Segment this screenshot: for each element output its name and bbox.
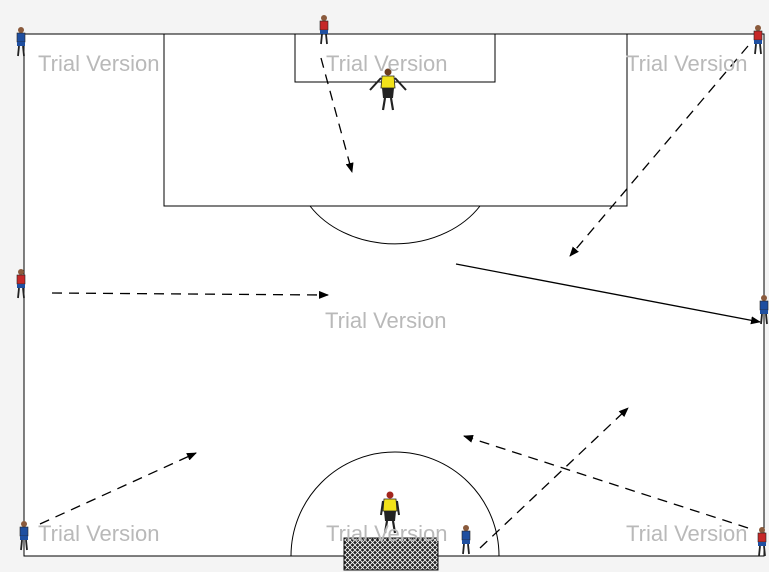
bottom-circle — [290, 451, 500, 557]
soccer-player-icon — [461, 525, 471, 555]
watermark-text: Trial Version — [326, 51, 447, 76]
arrow-corner-diagonal — [569, 45, 749, 257]
watermark-text: Trial Version — [325, 308, 446, 333]
arrow-gk-pass — [320, 57, 354, 173]
watermark-text: Trial Version — [38, 521, 159, 546]
goal-net-icon — [343, 537, 439, 571]
soccer-player-icon — [19, 521, 29, 551]
watermarks: Trial Version Trial Version Trial Versio… — [38, 51, 747, 546]
arrow-left-run — [51, 290, 329, 299]
watermark-text: Trial Version — [626, 51, 747, 76]
soccer-player-icon — [319, 15, 329, 45]
arrow-bottom-left — [39, 452, 197, 525]
soccer-player-icon — [759, 295, 769, 325]
penalty-arc — [309, 205, 481, 245]
soccer-player-icon — [16, 27, 26, 57]
watermark-text: Trial Version — [626, 521, 747, 546]
watermark-text: Trial Version — [38, 51, 159, 76]
watermark-text: Trial Version — [326, 521, 447, 546]
soccer-player-icon — [757, 527, 767, 557]
goalkeeper-icon — [369, 68, 407, 111]
soccer-player-icon — [753, 25, 763, 55]
movement-arrows — [39, 45, 761, 549]
goal-area — [294, 33, 496, 83]
goalkeeper-icon — [380, 491, 400, 534]
arrow-cross-solid — [455, 263, 761, 325]
pitch — [23, 33, 765, 557]
players — [16, 15, 769, 557]
soccer-player-icon — [16, 269, 26, 299]
